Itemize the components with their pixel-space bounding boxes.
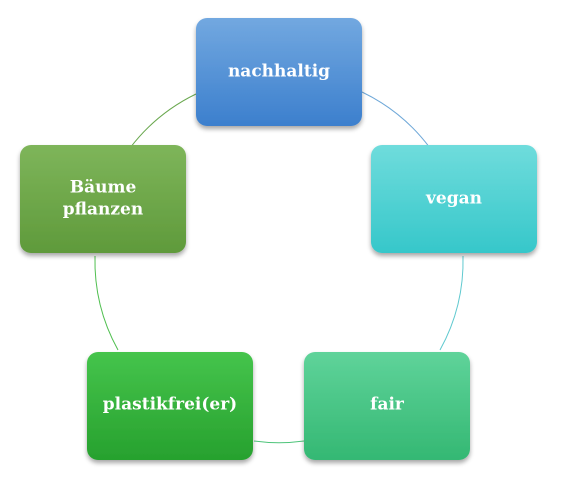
connector-vegan-fair <box>439 255 464 351</box>
node-vegan: vegan <box>371 145 537 253</box>
connector-nachhaltig-vegan <box>361 91 431 149</box>
connector-fair-plastikfrei <box>253 440 305 444</box>
node-nachhaltig-label: nachhaltig <box>228 62 330 82</box>
node-plastikfrei: plastikfrei(er) <box>87 352 253 460</box>
connector-plastikfrei-baeume-pflanzen <box>94 255 119 351</box>
node-plastikfrei-label: plastikfrei(er) <box>103 395 237 415</box>
node-nachhaltig: nachhaltig <box>196 18 362 126</box>
node-fair-label: fair <box>370 395 405 415</box>
node-baeume-pflanzen: Bäume pflanzen <box>20 145 186 253</box>
connector-baeume-pflanzen-nachhaltig <box>129 93 197 149</box>
node-fair: fair <box>304 352 470 460</box>
node-baeume-pflanzen-label-line1: Bäume <box>70 178 137 198</box>
node-vegan-label: vegan <box>425 189 482 209</box>
node-baeume-pflanzen-label-line2: pflanzen <box>63 200 143 220</box>
